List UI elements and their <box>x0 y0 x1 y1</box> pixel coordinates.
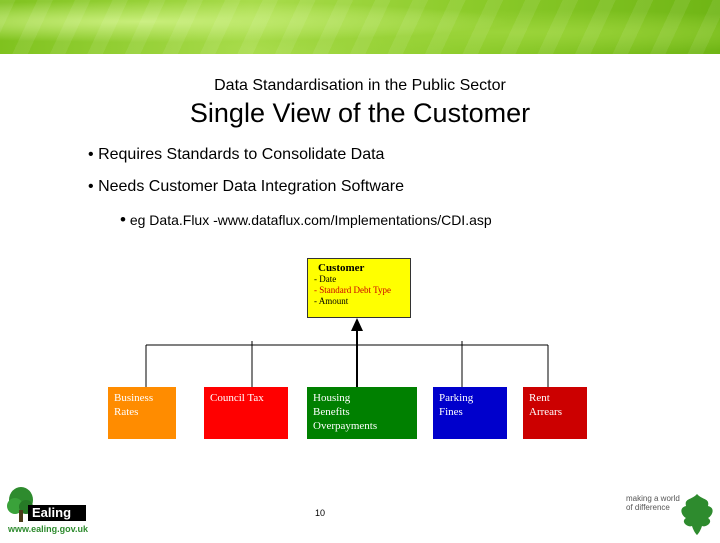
slide-subtitle: Data Standardisation in the Public Secto… <box>214 77 506 94</box>
customer-field-debt-type: - Standard Debt Type <box>314 285 391 295</box>
dept-business-rates: Business Rates <box>108 387 176 439</box>
bullet-marker: • <box>88 178 94 195</box>
slogan-line-2: of difference <box>626 503 670 512</box>
dept-label-line: Council Tax <box>210 392 264 404</box>
dept-label-line: Arrears <box>529 406 562 418</box>
slide-title: Single View of the Customer <box>189 98 531 128</box>
dept-label-line: Overpayments <box>313 420 378 432</box>
dept-parking-fines: Parking Fines <box>433 387 507 439</box>
banner-texture <box>0 0 720 54</box>
bullet-text: eg Data.Flux -www.dataflux.com/Implement… <box>129 212 492 228</box>
oak-leaf-icon <box>681 494 713 535</box>
dept-council-tax: Council Tax <box>204 387 288 439</box>
making-a-world-logo: making a world of difference <box>624 486 718 538</box>
dept-label-line: Parking <box>439 392 474 404</box>
arrow-head <box>351 318 363 331</box>
ealing-logo: Ealing www.ealing.gov.uk <box>4 482 88 538</box>
page-number: 10 <box>314 508 325 518</box>
customer-field-date: - Date <box>314 274 337 284</box>
dept-label-line: Housing <box>313 392 351 404</box>
dept-label-line: Benefits <box>313 406 350 418</box>
sub-bullet-item: • eg Data.Flux -www.dataflux.com/Impleme… <box>120 210 492 230</box>
dept-label-line: Business <box>114 392 154 404</box>
slogan-line-1: making a world <box>626 494 680 503</box>
dept-label-line: Rent <box>529 392 550 404</box>
customer-title: Customer <box>318 262 365 274</box>
ealing-wordmark: Ealing <box>32 505 72 520</box>
bullet-marker: • <box>88 146 94 163</box>
dept-label-line: Fines <box>439 406 463 418</box>
bullet-item-2: • Needs Customer Data Integration Softwa… <box>88 178 404 196</box>
bullet-item-1: • Requires Standards to Consolidate Data <box>88 146 384 164</box>
bullet-text: Requires Standards to Consolidate Data <box>98 146 385 163</box>
customer-field-amount: - Amount <box>314 296 349 306</box>
dept-label-line: Rates <box>114 406 139 418</box>
customer-box: Customer - Date - Standard Debt Type - A… <box>307 258 411 318</box>
bullet-marker: • <box>120 210 126 229</box>
bullet-text: Needs Customer Data Integration Software <box>98 178 404 195</box>
ealing-url: www.ealing.gov.uk <box>8 524 89 534</box>
header-banner <box>0 0 720 54</box>
tree-icon <box>7 487 86 522</box>
dept-housing-benefits: Housing Benefits Overpayments <box>307 387 417 439</box>
dept-rent-arrears: Rent Arrears <box>523 387 587 439</box>
